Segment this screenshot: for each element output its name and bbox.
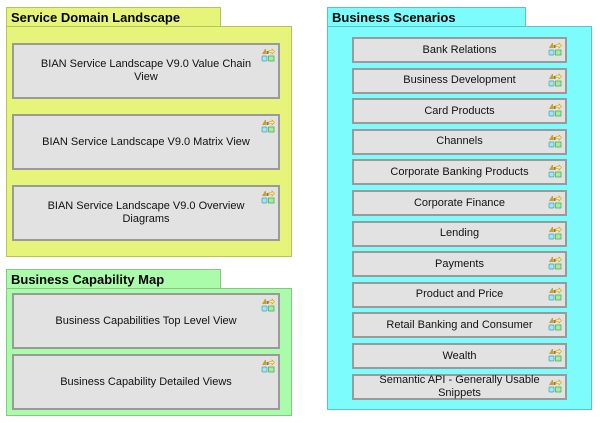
- view-reference-icon: [548, 103, 562, 117]
- scenario-diagram-reference[interactable]: Payments: [352, 251, 567, 278]
- scenario-diagram-reference[interactable]: Lending: [352, 220, 567, 247]
- group-title: Business Capability Map: [6, 269, 221, 288]
- diagram-reference[interactable]: BIAN Service Landscape V9.0 Matrix View: [12, 114, 280, 170]
- group-title: Service Domain Landscape: [6, 7, 221, 26]
- diagram-label: Channels: [436, 135, 483, 148]
- view-reference-icon: [548, 195, 562, 209]
- scenario-diagram-reference[interactable]: Product and Price: [352, 281, 567, 308]
- view-reference-icon: [261, 119, 275, 133]
- diagram-reference[interactable]: BIAN Service Landscape V9.0 Value Chain …: [12, 43, 280, 99]
- diagram-reference[interactable]: Business Capabilities Top Level View: [12, 293, 280, 349]
- diagram-reference[interactable]: Business Capability Detailed Views: [12, 354, 280, 410]
- diagram-label: BIAN Service Landscape V9.0 Value Chain …: [40, 58, 252, 83]
- view-reference-icon: [548, 348, 562, 362]
- diagram-label: Corporate Banking Products: [390, 165, 529, 178]
- view-reference-icon: [548, 287, 562, 301]
- diagram-label: Card Products: [424, 104, 495, 117]
- view-reference-icon: [548, 73, 562, 87]
- diagram-label: Corporate Finance: [413, 196, 506, 209]
- view-reference-icon: [548, 379, 562, 393]
- view-reference-icon: [261, 359, 275, 373]
- view-reference-icon: [548, 226, 562, 240]
- group-body: Business Capabilities Top Level View Bus…: [6, 288, 292, 416]
- scenario-diagram-reference[interactable]: Wealth: [352, 343, 567, 369]
- view-reference-icon: [548, 134, 562, 148]
- scenario-diagram-reference[interactable]: Retail Banking and Consumer: [352, 312, 567, 339]
- scenario-diagram-reference[interactable]: Card Products: [352, 98, 567, 125]
- diagram-reference[interactable]: BIAN Service Landscape V9.0 Overview Dia…: [12, 185, 280, 241]
- diagram-label: Lending: [439, 227, 480, 240]
- diagram-label: Bank Relations: [422, 43, 497, 56]
- scenario-diagram-reference[interactable]: Bank Relations: [352, 37, 567, 63]
- view-reference-icon: [261, 190, 275, 204]
- group-title: Business Scenarios: [327, 7, 526, 26]
- scenario-diagram-reference[interactable]: Corporate Banking Products: [352, 159, 567, 186]
- diagram-label: BIAN Service Landscape V9.0 Overview Dia…: [47, 200, 245, 225]
- view-reference-icon: [548, 164, 562, 178]
- diagram-label: Wealth: [442, 349, 477, 362]
- view-reference-icon: [548, 256, 562, 270]
- scenario-diagram-reference[interactable]: Semantic API - Generally Usable Snippets: [352, 373, 567, 400]
- diagram-label: BIAN Service Landscape V9.0 Matrix View: [42, 135, 250, 148]
- view-reference-icon: [261, 298, 275, 312]
- diagram-label: Retail Banking and Consumer: [386, 318, 533, 331]
- diagram-label: Semantic API - Generally Usable Snippets: [379, 373, 540, 399]
- scenario-diagram-reference[interactable]: Channels: [352, 128, 567, 155]
- diagram-label: Business Development: [403, 74, 516, 87]
- diagram-label: Product and Price: [415, 288, 504, 301]
- diagram-label: Business Capability Detailed Views: [60, 375, 232, 388]
- diagram-label: Business Capabilities Top Level View: [55, 314, 237, 327]
- diagram-label: Payments: [435, 257, 484, 270]
- group-body: BIAN Service Landscape V9.0 Value Chain …: [6, 26, 292, 257]
- view-reference-icon: [548, 317, 562, 331]
- scenario-diagram-reference[interactable]: Corporate Finance: [352, 190, 567, 216]
- scenario-diagram-reference[interactable]: Business Development: [352, 67, 567, 94]
- view-reference-icon: [261, 48, 275, 62]
- view-reference-icon: [548, 42, 562, 56]
